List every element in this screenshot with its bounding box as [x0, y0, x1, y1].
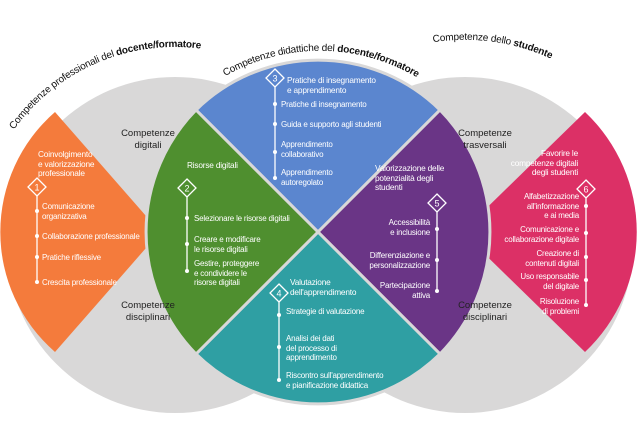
title-word: professionali — [49, 54, 101, 91]
diamond-2-icon — [177, 178, 197, 198]
area-3-item: Pratiche di insegnamento — [281, 100, 367, 109]
timeline-dots — [35, 102, 588, 382]
diamond-1-icon — [27, 177, 47, 197]
area-6-number: 6 — [583, 185, 588, 195]
diamond-3-icon — [265, 68, 285, 88]
area-5-number: 5 — [434, 199, 439, 209]
area-4-teal-quadrant — [193, 229, 443, 406]
area-2-green-quadrant — [144, 107, 321, 357]
area-2-item: Creare e modificare le risorse digitali — [194, 235, 261, 254]
area-6-item: Alfabetizzazione all'informazione e ai m… — [523, 192, 579, 220]
number-diamonds — [27, 68, 596, 303]
area-6-pink-sector — [462, 112, 637, 352]
area-6-item: Uso responsabile del digitale — [520, 272, 579, 291]
area-2-title: Risorse digitali — [187, 160, 238, 170]
area-6-item: Comunicazione e collaborazione digitale — [504, 225, 579, 244]
area-3-item: Guida e supporto agli studenti — [281, 120, 382, 129]
area-4-number: 4 — [276, 289, 281, 299]
area-6-title: Favorire le competenze digitali degli st… — [510, 148, 578, 177]
area-6-item: Creazione di contenuti digitali — [525, 249, 579, 268]
area-5-item: Partecipazione attiva — [379, 281, 430, 300]
title-word: del — [322, 43, 335, 55]
area-5-title: Valorizzazione delle potenzialità degli … — [375, 163, 445, 192]
title-left-bold: docente/formatore — [115, 39, 203, 59]
area-5-purple-quadrant — [315, 107, 492, 357]
area-5-item: Differenziazione e personalizzazione — [369, 251, 430, 270]
area-1-item: Collaborazione professionale — [42, 232, 140, 241]
area-3-blue-quadrant — [193, 58, 443, 235]
diamond-5-icon — [427, 193, 447, 213]
area-2-number: 2 — [184, 184, 189, 194]
area-1-item: Crescita professionale — [42, 278, 117, 287]
area-2-item: Selezionare le risorse digitali — [194, 214, 290, 223]
area-4-item: Riscontro sull'apprendimento e pianifica… — [286, 371, 384, 390]
area-6-item: Risoluzione di problemi — [539, 297, 579, 316]
diamond-6-icon — [576, 179, 596, 199]
label-competenze-disciplinari-right: Competenze disciplinari — [458, 300, 512, 323]
area-1-number: 1 — [34, 183, 39, 193]
area-1-item: Comunicazione organizzativa — [42, 202, 95, 221]
title-word: Competenze — [432, 32, 489, 45]
title-student-competences: Competenze dello studente — [432, 32, 555, 62]
label-competenze-disciplinari-left: Competenze disciplinari — [121, 300, 175, 323]
title-right-bold: studente — [512, 38, 555, 62]
area-5-item: Accessibilità e inclusione — [388, 218, 431, 237]
area-3-item: Apprendimento collaborativo — [281, 140, 333, 159]
title-right-normal: Competenze dello — [432, 32, 515, 49]
area-1-orange-sector — [0, 112, 160, 352]
diamond-4-icon — [269, 283, 289, 303]
area-1-item: Pratiche riflessive — [42, 253, 101, 262]
title-word: del — [100, 49, 116, 64]
area-2-item: Gestire, proteggere e condividere le ris… — [194, 259, 260, 287]
area-3-item: Apprendimento autoregolato — [281, 168, 333, 187]
area-4-item: Strategie di valutazione — [286, 307, 365, 316]
area-3-number: 3 — [272, 74, 277, 84]
title-word: docente/formatore — [115, 39, 203, 59]
title-word: dello — [490, 33, 513, 47]
area-4-item: Analisi dei dati del processo di apprend… — [286, 334, 337, 362]
area-4-title: Valutazione dell'apprendimento — [290, 277, 357, 297]
label-competenze-digitali: Competenze digitali — [121, 128, 175, 151]
label-competenze-trasversali: Competenze trasversali — [458, 128, 512, 151]
area-1-title: Coinvolgimento e valorizzazione professi… — [38, 149, 95, 178]
title-word: didattiche — [277, 43, 320, 59]
area-3-title: Pratiche di insegnamento e apprendimento — [287, 75, 376, 95]
title-word: studente — [512, 38, 555, 62]
